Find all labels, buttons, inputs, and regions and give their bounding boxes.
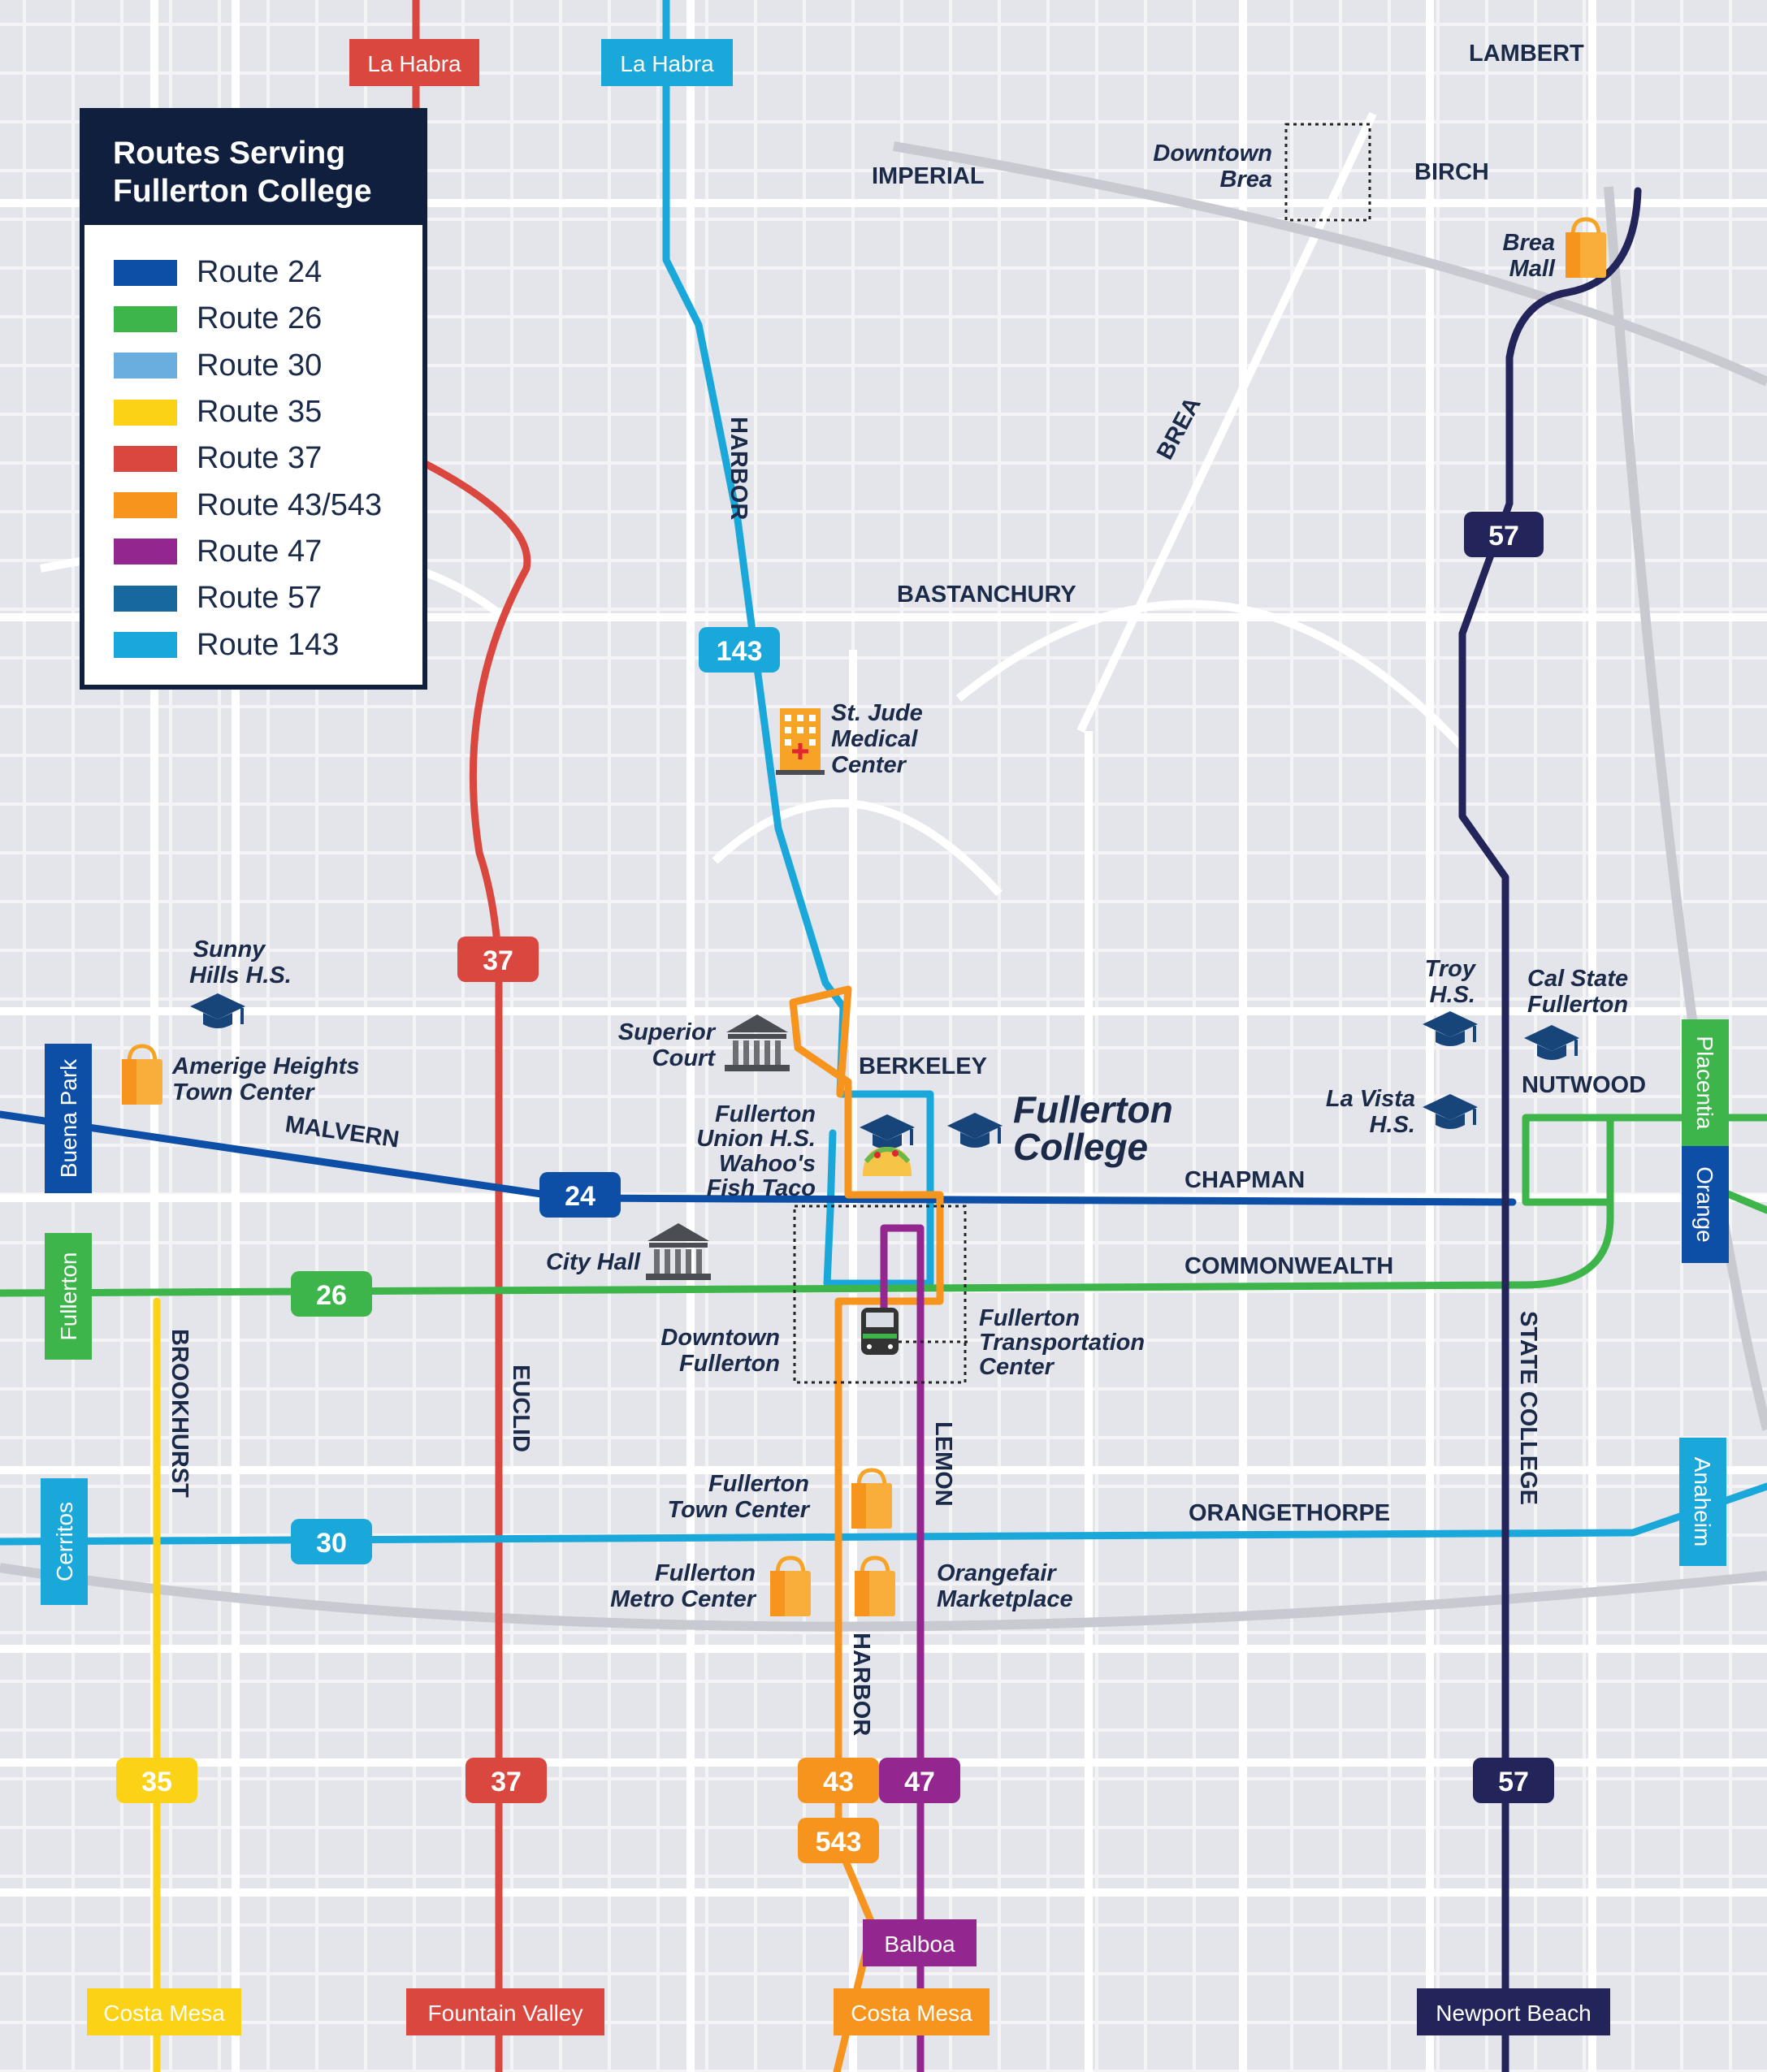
street-lambert: LAMBERT (1469, 41, 1584, 67)
terminal-la-habra: La Habra (620, 51, 714, 76)
street-harbor: HARBOR (725, 417, 751, 520)
street-orangethorpe: ORANGETHORPE (1189, 1500, 1390, 1526)
legend-item: Route 24 (114, 249, 422, 296)
street-commonwealth: COMMONWEALTH (1184, 1253, 1393, 1279)
street-harbor: HARBOR (848, 1633, 874, 1736)
legend-label: Route 57 (197, 581, 323, 616)
route-37-badge: 37 (483, 945, 513, 976)
downtown-fullerton-area (793, 1205, 967, 1384)
street-birch: BIRCH (1414, 159, 1489, 185)
legend-list: Route 24 Route 26 Route 30 Route 35 Route 37… (84, 225, 422, 668)
terminal-fullerton: Fullerton (56, 1252, 81, 1341)
legend-item: Route 37 (114, 435, 422, 482)
street-chapman: CHAPMAN (1184, 1167, 1305, 1193)
legend-item: Route 30 (114, 343, 422, 389)
route-47-line (880, 1224, 925, 2072)
legend-item: Route 47 (114, 529, 422, 575)
route-57-badge: 57 (1498, 1767, 1529, 1797)
route-57-line (1458, 187, 1642, 2072)
legend-swatch (114, 585, 177, 612)
train-icon (861, 1308, 899, 1355)
legend-label: Route 24 (197, 255, 323, 290)
terminal-costa-mesa: Costa Mesa (103, 2001, 225, 2026)
legend-item: Route 26 (114, 296, 422, 342)
route-30-badge: 30 (316, 1528, 347, 1559)
terminal-anaheim: Anaheim (1690, 1457, 1715, 1547)
street-state-college: STATE COLLEGE (1515, 1311, 1541, 1505)
legend-title-line: Fullerton College (113, 174, 372, 209)
terminal-costa-mesa: Costa Mesa (851, 2001, 972, 2026)
place-city-hall: City Hall (546, 1249, 641, 1275)
legend-label: Route 43/543 (197, 487, 383, 522)
legend-item: Route 57 (114, 575, 422, 621)
legend-title-line: Routes Serving (113, 136, 346, 171)
legend-swatch (114, 539, 177, 565)
legend-swatch (114, 399, 177, 426)
street-lemon: LEMON (930, 1421, 956, 1507)
terminal-fountain-valley: Fountain Valley (428, 2001, 583, 2026)
street-nutwood: NUTWOOD (1522, 1072, 1646, 1098)
taco-icon (863, 1147, 912, 1176)
route-26-badge: 26 (316, 1280, 347, 1311)
street-imperial: IMPERIAL (872, 163, 985, 189)
terminal-balboa: Balboa (884, 1931, 955, 1957)
route-24-badge: 24 (565, 1181, 595, 1212)
route-35-badge: 35 (141, 1767, 172, 1797)
legend-label: Route 37 (197, 441, 323, 476)
legend-label: Route 30 (197, 348, 323, 383)
route-legend: Routes Serving Fullerton College Route 2… (80, 108, 427, 690)
route-37-badge: 37 (491, 1767, 522, 1797)
hospital-icon (776, 708, 825, 775)
route-57-badge: 57 (1488, 521, 1519, 552)
legend-swatch (114, 445, 177, 472)
street-bastanchury: BASTANCHURY (897, 582, 1076, 608)
route-37-line (412, 0, 531, 2072)
terminal-orange: Orange (1692, 1166, 1717, 1242)
legend-item: Route 143 (114, 621, 422, 668)
legend-swatch (114, 259, 177, 286)
legend-label: Route 26 (197, 301, 323, 336)
street-brookhurst: BROOKHURST (167, 1329, 193, 1498)
terminal-newport-beach: Newport Beach (1436, 2001, 1591, 2026)
legend-label: Route 143 (197, 627, 340, 662)
legend-swatch (114, 632, 177, 659)
terminal-cerritos: Cerritos (52, 1502, 77, 1581)
legend-label: Route 35 (197, 395, 323, 430)
route-43-badge: 43 (823, 1767, 854, 1797)
legend-swatch (114, 305, 177, 332)
street-berkeley: BERKELEY (859, 1053, 987, 1079)
terminal-la-habra: La Habra (367, 51, 461, 76)
legend-label: Route 47 (197, 534, 323, 569)
terminal-buena-park: Buena Park (56, 1058, 81, 1178)
legend-swatch (114, 353, 177, 379)
legend-swatch (114, 492, 177, 519)
legend-item: Route 35 (114, 389, 422, 435)
route-143-badge: 143 (717, 636, 763, 667)
route-543-badge: 543 (816, 1827, 862, 1858)
legend-item: Route 43/543 (114, 482, 422, 528)
terminal-placentia: Placentia (1692, 1036, 1717, 1130)
street-euclid: EUCLID (508, 1365, 534, 1452)
route-47-badge: 47 (904, 1767, 935, 1797)
legend-title: Routes Serving Fullerton College (84, 113, 422, 225)
downtown-brea-area (1284, 123, 1371, 222)
